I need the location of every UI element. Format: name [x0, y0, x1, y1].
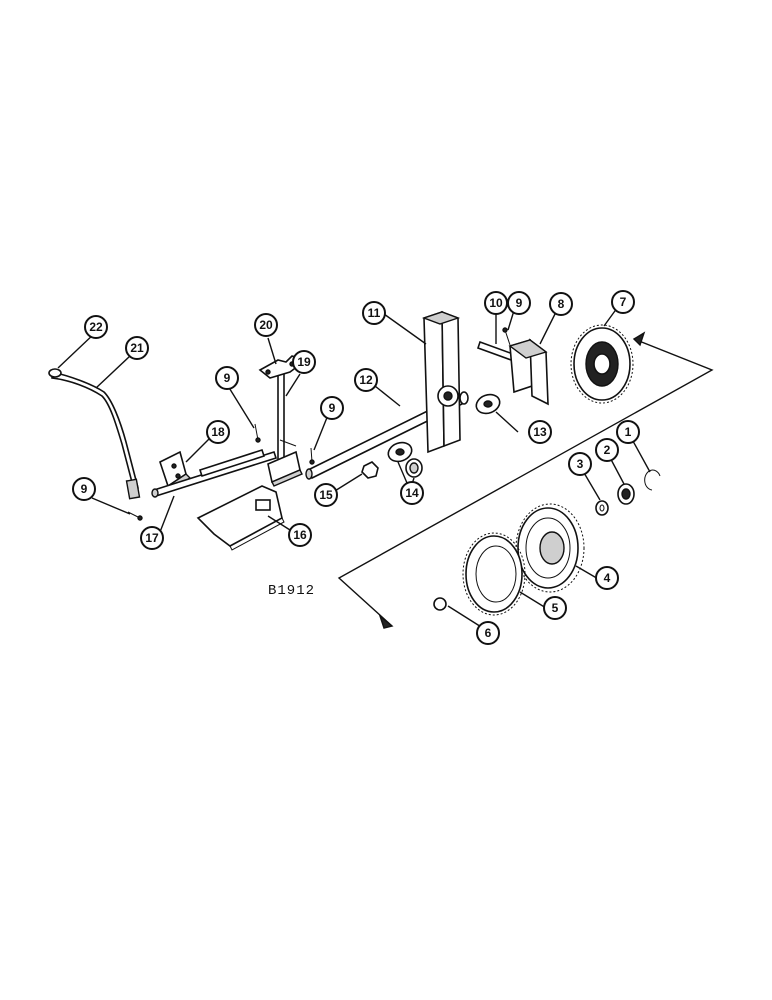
svg-text:7: 7	[620, 295, 627, 309]
callout-1: 1	[616, 420, 640, 444]
part-8-bracket	[508, 338, 549, 406]
callout-9-shaft: 9	[320, 396, 344, 420]
callout-19: 19	[292, 350, 316, 374]
part-15-nut	[361, 461, 379, 479]
callout-2: 2	[595, 438, 619, 462]
assembly-group-outline	[337, 331, 714, 629]
callout-12: 12	[354, 368, 378, 392]
svg-text:16: 16	[293, 528, 307, 542]
svg-text:5: 5	[552, 601, 559, 615]
svg-text:22: 22	[89, 320, 103, 334]
svg-text:1: 1	[625, 425, 632, 439]
part-9-pin-d	[502, 327, 511, 346]
callout-5: 5	[543, 596, 567, 620]
callout-22: 22	[84, 315, 108, 339]
callout-20: 20	[254, 313, 278, 337]
svg-text:9: 9	[516, 296, 523, 310]
svg-text:13: 13	[533, 425, 547, 439]
svg-text:10: 10	[489, 296, 503, 310]
svg-text:9: 9	[224, 371, 231, 385]
part-7-sprocket	[570, 324, 634, 404]
svg-text:9: 9	[81, 482, 88, 496]
part-11-channel-bar	[421, 310, 461, 454]
part-9-pin-c	[309, 447, 315, 465]
part-2-spring	[617, 483, 635, 505]
svg-text:8: 8	[558, 297, 565, 311]
svg-text:4: 4	[604, 571, 611, 585]
callout-11: 11	[362, 301, 386, 325]
svg-text:17: 17	[145, 531, 159, 545]
part-9-pin-a	[127, 511, 143, 521]
svg-text:18: 18	[211, 425, 225, 439]
svg-text:15: 15	[319, 488, 333, 502]
callout-13: 13	[528, 420, 552, 444]
part-17-tube-b	[198, 448, 266, 478]
part-9-pin-b	[254, 423, 261, 443]
callout-8: 8	[549, 292, 573, 316]
figure-reference-label: B1912	[268, 583, 315, 599]
part-14-flange	[387, 441, 413, 463]
svg-text:12: 12	[359, 373, 373, 387]
part-21-lever-rod	[51, 371, 141, 500]
svg-text:9: 9	[329, 401, 336, 415]
part-16-plate	[196, 485, 285, 551]
svg-text:3: 3	[577, 457, 584, 471]
part-1-snap-ring	[644, 469, 661, 491]
callout-9-left: 9	[72, 477, 96, 501]
callout-18: 18	[206, 420, 230, 444]
part-19-post	[267, 367, 303, 487]
callout-4: 4	[595, 566, 619, 590]
part-4-drum	[515, 503, 585, 593]
part-6-ring	[433, 597, 447, 611]
svg-text:19: 19	[297, 355, 311, 369]
callout-15: 15	[314, 483, 338, 507]
svg-text:2: 2	[604, 443, 611, 457]
part-3-washer	[595, 500, 609, 516]
svg-text:6: 6	[485, 626, 492, 640]
callout-16: 16	[288, 523, 312, 547]
part-22-knob	[48, 368, 62, 378]
svg-text:21: 21	[130, 341, 144, 355]
part-13-flange	[475, 393, 501, 415]
callout-9-top: 9	[507, 291, 531, 315]
part-5-ring-gear	[462, 532, 526, 616]
svg-text:11: 11	[368, 306, 381, 320]
callout-21: 21	[125, 336, 149, 360]
callout-3: 3	[568, 452, 592, 476]
callout-17: 17	[140, 526, 164, 550]
svg-text:14: 14	[405, 486, 419, 500]
callout-14: 14	[400, 481, 424, 505]
callout-7: 7	[611, 290, 635, 314]
callout-9-mid: 9	[215, 366, 239, 390]
callout-10: 10	[484, 291, 508, 315]
part-14-bearing	[405, 458, 423, 478]
callout-6: 6	[476, 621, 500, 645]
svg-text:20: 20	[259, 318, 273, 332]
